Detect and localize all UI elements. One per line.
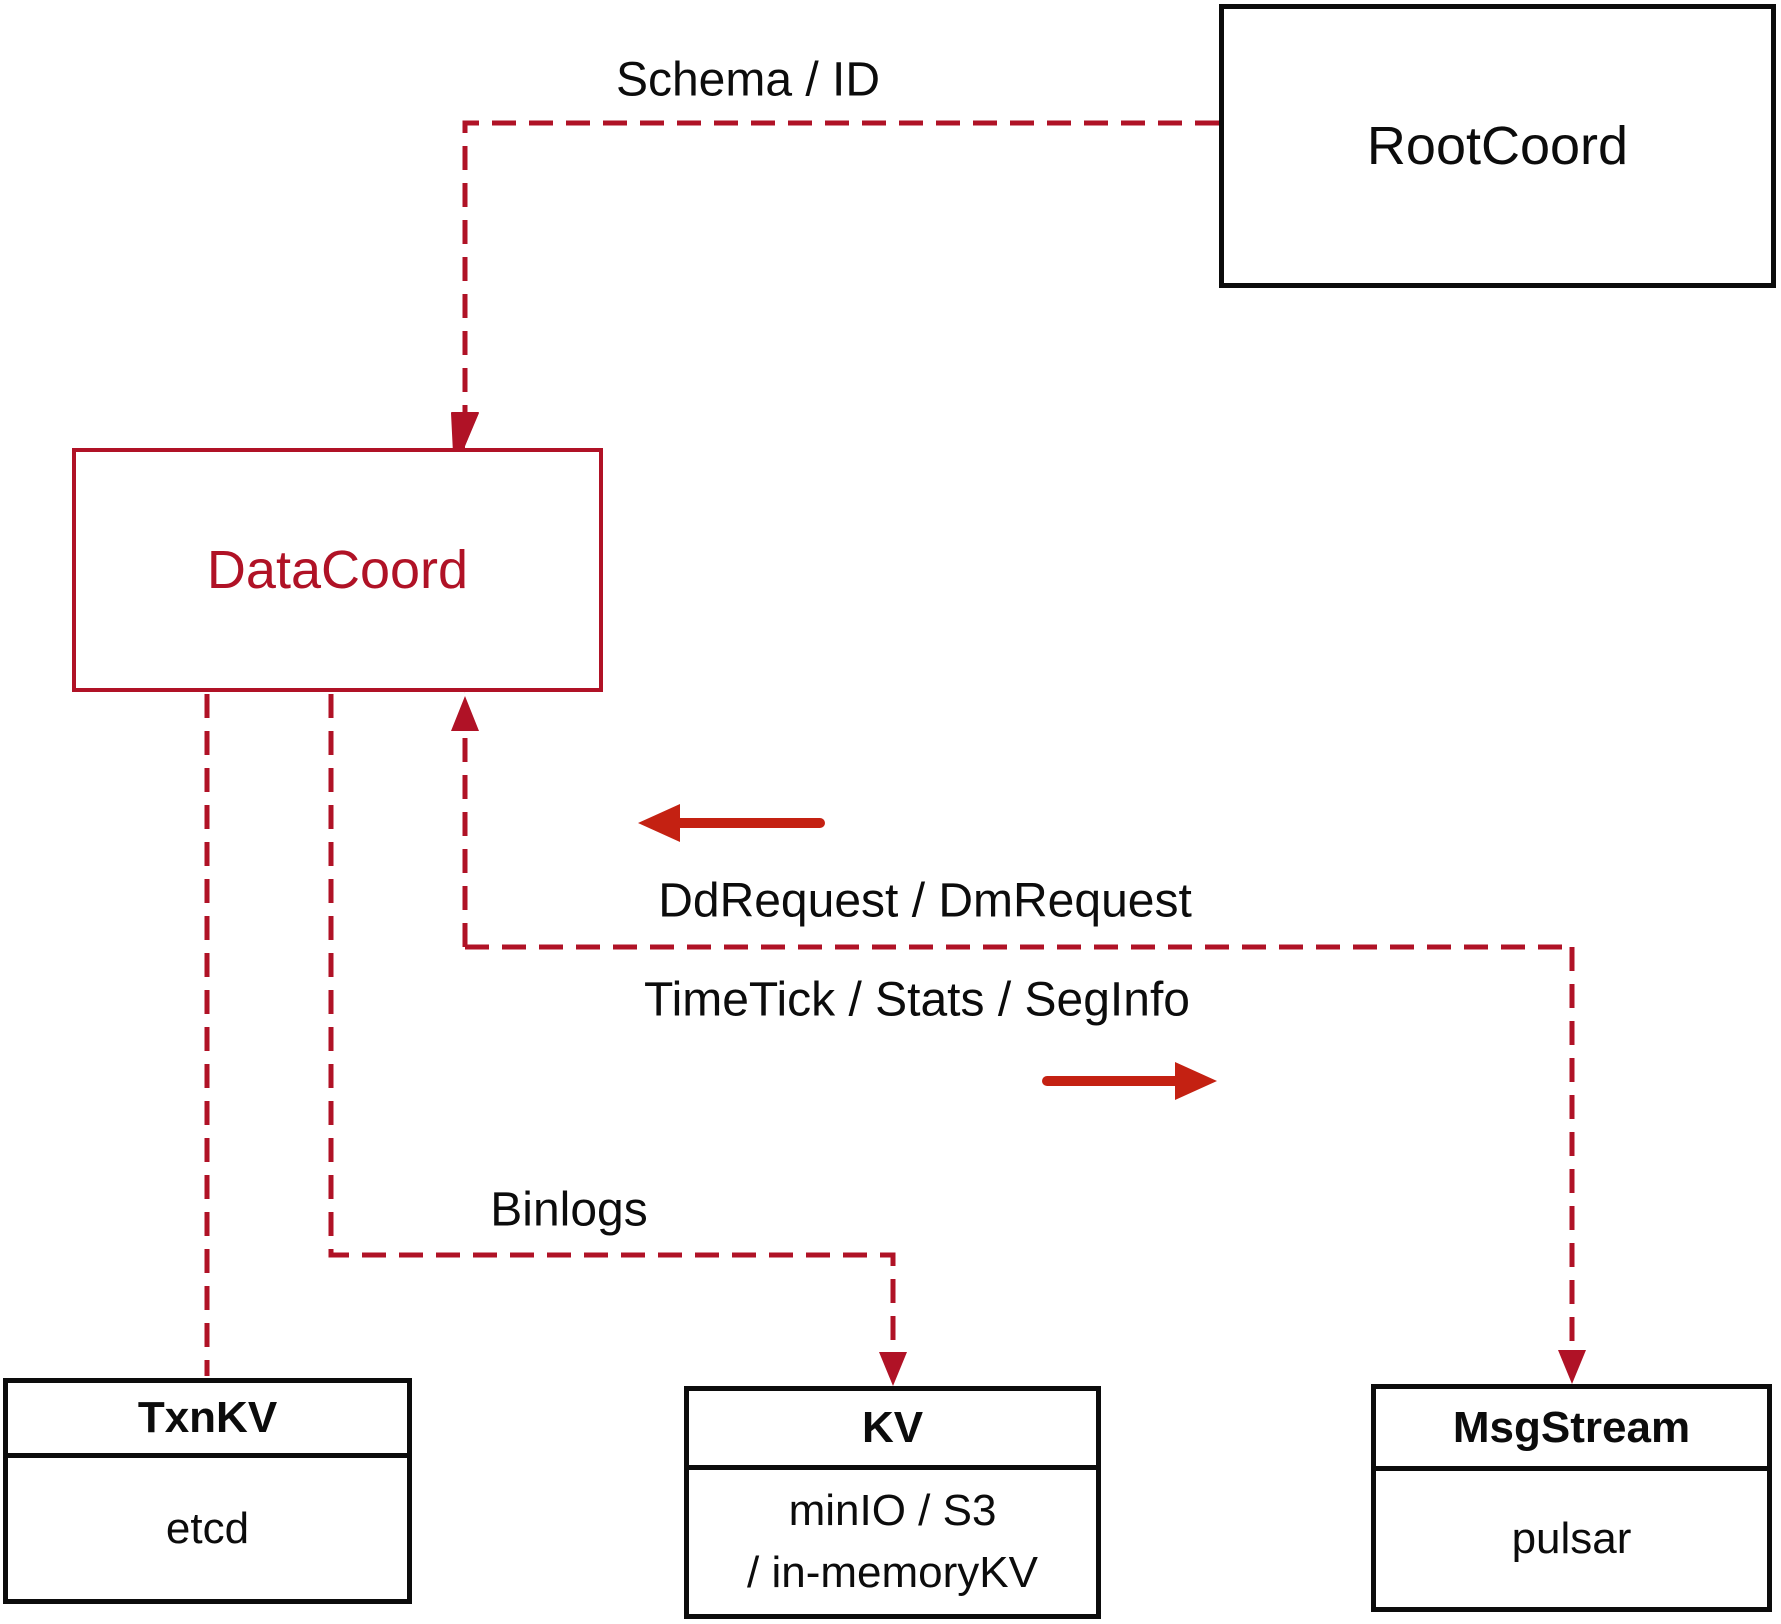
kv-body-line: / in-memoryKV [747,1548,1038,1597]
txnkv-body-line: etcd [165,1503,250,1553]
rootcoord-label: RootCoord [1366,116,1629,176]
kv-title: KV [861,1403,924,1452]
kv-body: minIO / S3 / in-memoryKV [689,1470,1096,1614]
binlogs-connector [328,694,907,1386]
kv-body-line: minIO / S3 [788,1486,997,1535]
datacoord-label: DataCoord [206,540,469,600]
node-rootcoord: RootCoord [1219,4,1776,288]
txnkv-title: TxnKV [137,1393,278,1442]
msgstream-title: MsgStream [1452,1402,1691,1452]
ddrequest-timetick-connector [451,696,1586,1384]
arrowhead-down-kv [879,1352,907,1386]
msgstream-body-line: pulsar [1511,1514,1632,1563]
edge-label-ddrequest: DdRequest / DmRequest [658,874,1192,928]
arrowhead-down-msgstream [1558,1350,1586,1384]
txnkv-body: etcd [8,1458,407,1599]
node-txnkv: TxnKV etcd [3,1378,412,1604]
arrowhead-up-datacoord [451,696,479,731]
edge-label-schema-id: Schema / ID [615,53,881,107]
msgstream-body: pulsar [1376,1471,1767,1607]
node-msgstream: MsgStream pulsar [1371,1384,1772,1612]
msgstream-header: MsgStream [1376,1389,1767,1471]
left-direction-arrow [638,804,825,842]
edge-label-binlogs: Binlogs [490,1183,648,1237]
node-kv: KV minIO / S3 / in-memoryKV [684,1386,1101,1619]
kv-header: KV [689,1391,1096,1470]
node-datacoord: DataCoord [72,448,603,692]
txnkv-header: TxnKV [8,1383,407,1458]
edge-label-timetick: TimeTick / Stats / SegInfo [644,973,1190,1027]
right-direction-arrow [1042,1062,1217,1100]
